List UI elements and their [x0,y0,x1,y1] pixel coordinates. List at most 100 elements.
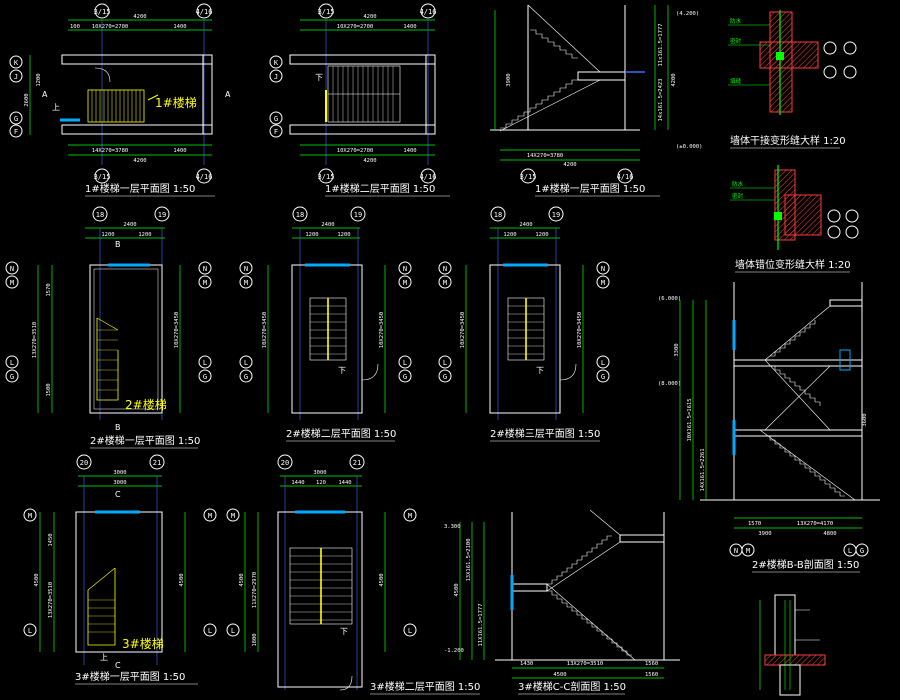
axis-label: J [14,73,18,81]
axis-label: F [14,128,18,136]
stair1-tag: 1#楼梯 [155,95,197,110]
joint-detail-a: 防水 密封 填缝 墙体干接变形缝大样 1:20 [728,10,857,149]
axis-label: 19 [354,211,362,219]
caption-s2-l3: 2#楼梯三层平面图 1:50 [490,427,600,440]
level-text: (4.200) [676,11,699,17]
dim-text: 10X270=3450 [379,312,385,348]
dim-text: 1440 [338,480,351,486]
axis-label: K [274,59,279,67]
down-label: 下 [340,627,348,636]
dim-text: 1200 [503,232,516,238]
dim-text: 1500 [46,383,52,396]
section-mark: B [115,240,121,249]
axis-label: M [443,279,447,287]
caption-s2-sec: 2#楼梯B-B剖面图 1:50 [752,558,859,571]
down-label: 下 [536,366,544,375]
dim-text: 1430 [520,661,533,667]
stair2-level2-plan: 18 19 2400 1200 1200 下 N M L G N M [239,206,412,442]
axis-label: 3/15 [318,8,335,16]
level-text: (8.000) [658,381,681,387]
level-text: (6.000) [658,296,681,302]
dim-text: 10X270=3450 [577,312,583,348]
dim-text: 13X270=3510 [32,322,38,358]
caption-s2-l1: 2#楼梯一层平面图 1:50 [90,434,200,447]
dim-text: 1200 [138,232,151,238]
dim-text: 4200 [133,158,146,164]
axis-label: G [443,373,447,381]
dim-text: 100 [70,24,80,30]
dim-text: 10X270=3450 [174,312,180,348]
axis-label: 18 [296,211,304,219]
stair2-level1-plan: 18 19 2400 1200 1200 B B 2#楼梯 N M L G N [5,206,212,449]
dim-text: 2400 [123,222,136,228]
axis-label: N [203,265,207,273]
dim-text: 14x161.5=2423 [658,78,664,121]
dim-text: 4200 [671,73,677,86]
dim-text: 3900 [506,73,512,86]
axis-label: N [244,265,248,273]
dim-text: 14X270=3780 [92,148,128,154]
axis-label: G [203,373,207,381]
axis-label: 4/16 [196,8,213,16]
section-mark: A [42,90,48,99]
stair3-level2-plan: 20 21 3000 1440 120 1440 下 M L M L [226,454,480,695]
dim-text: 4500 [379,573,385,586]
axis-label: 19 [158,211,166,219]
axis-label: F [274,128,278,136]
axis-label: 18 [96,211,104,219]
caption-s1-l2: 1#楼梯二层平面图 1:50 [325,182,435,195]
axis-label: 4/16 [617,173,634,181]
section-mark: C [115,661,121,670]
stair3-tag: 3#楼梯 [122,636,164,651]
axis-label: M [231,512,235,520]
axis-label: L [208,627,212,635]
dim-text: 13X270=3510 [567,661,603,667]
dim-text: 3900 [758,531,771,537]
stair1-level1-plan: 3/15 4/16 4200 100 10X270=2700 1400 [9,3,231,197]
axis-label: L [601,359,605,367]
dim-text: 14X161.5=2261 [700,448,706,491]
dim-text: 13X270=3510 [48,582,54,618]
axis-label: L [408,627,412,635]
dim-text: 1200 [36,73,42,86]
dim-text: 1200 [337,232,350,238]
axis-label: N [10,265,14,273]
stair2-level3-plan: 18 19 2400 1200 1200 下 N M L G N M [438,206,610,442]
axis-label: G [10,373,14,381]
axis-label: 18 [494,211,502,219]
dim-text: 10X270=2700 [337,24,373,30]
axis-label: N [601,265,605,273]
axis-label: N [443,265,447,273]
dim-text: 4200 [133,14,146,20]
axis-label: G [14,115,18,123]
axis-label: M [403,279,407,287]
dim-text: 14X270=3780 [527,153,563,159]
dim-text: 3000 [313,470,326,476]
caption-s1-l1: 1#楼梯一层平面图 1:50 [85,182,195,195]
dim-text: 2400 [321,222,334,228]
note-text: 防水 [732,180,744,188]
down-label: 下 [315,73,323,82]
axis-label: 4/16 [196,173,213,181]
dim-text: 1200 [305,232,318,238]
dim-text: 3000 [113,480,126,486]
axis-label: G [244,373,248,381]
dim-text: 4500 [239,573,245,586]
axis-label: 20 [80,459,88,467]
dim-text: 1440 [291,480,304,486]
axis-label: 21 [353,459,361,467]
caption-s3-sec: 3#楼梯C-C剖面图 1:50 [518,680,626,693]
axis-label: N [403,265,407,273]
stair2-tag: 2#楼梯 [125,397,167,412]
dim-text: 4500 [454,583,460,596]
dim-text: 1560 [645,672,658,678]
stair3-section: 4500 13X161.5=2100 11X161.5=1777 3.300 -… [444,509,680,695]
dim-text: 1570 [46,283,52,296]
axis-label: M [601,279,605,287]
axis-label: 21 [153,459,161,467]
dim-text: 13X270=4170 [797,521,833,527]
dim-text: 4800 [823,531,836,537]
dim-text: 120 [316,480,326,486]
dim-text: 11X270=2970 [252,572,258,608]
section-mark: B [115,423,121,432]
